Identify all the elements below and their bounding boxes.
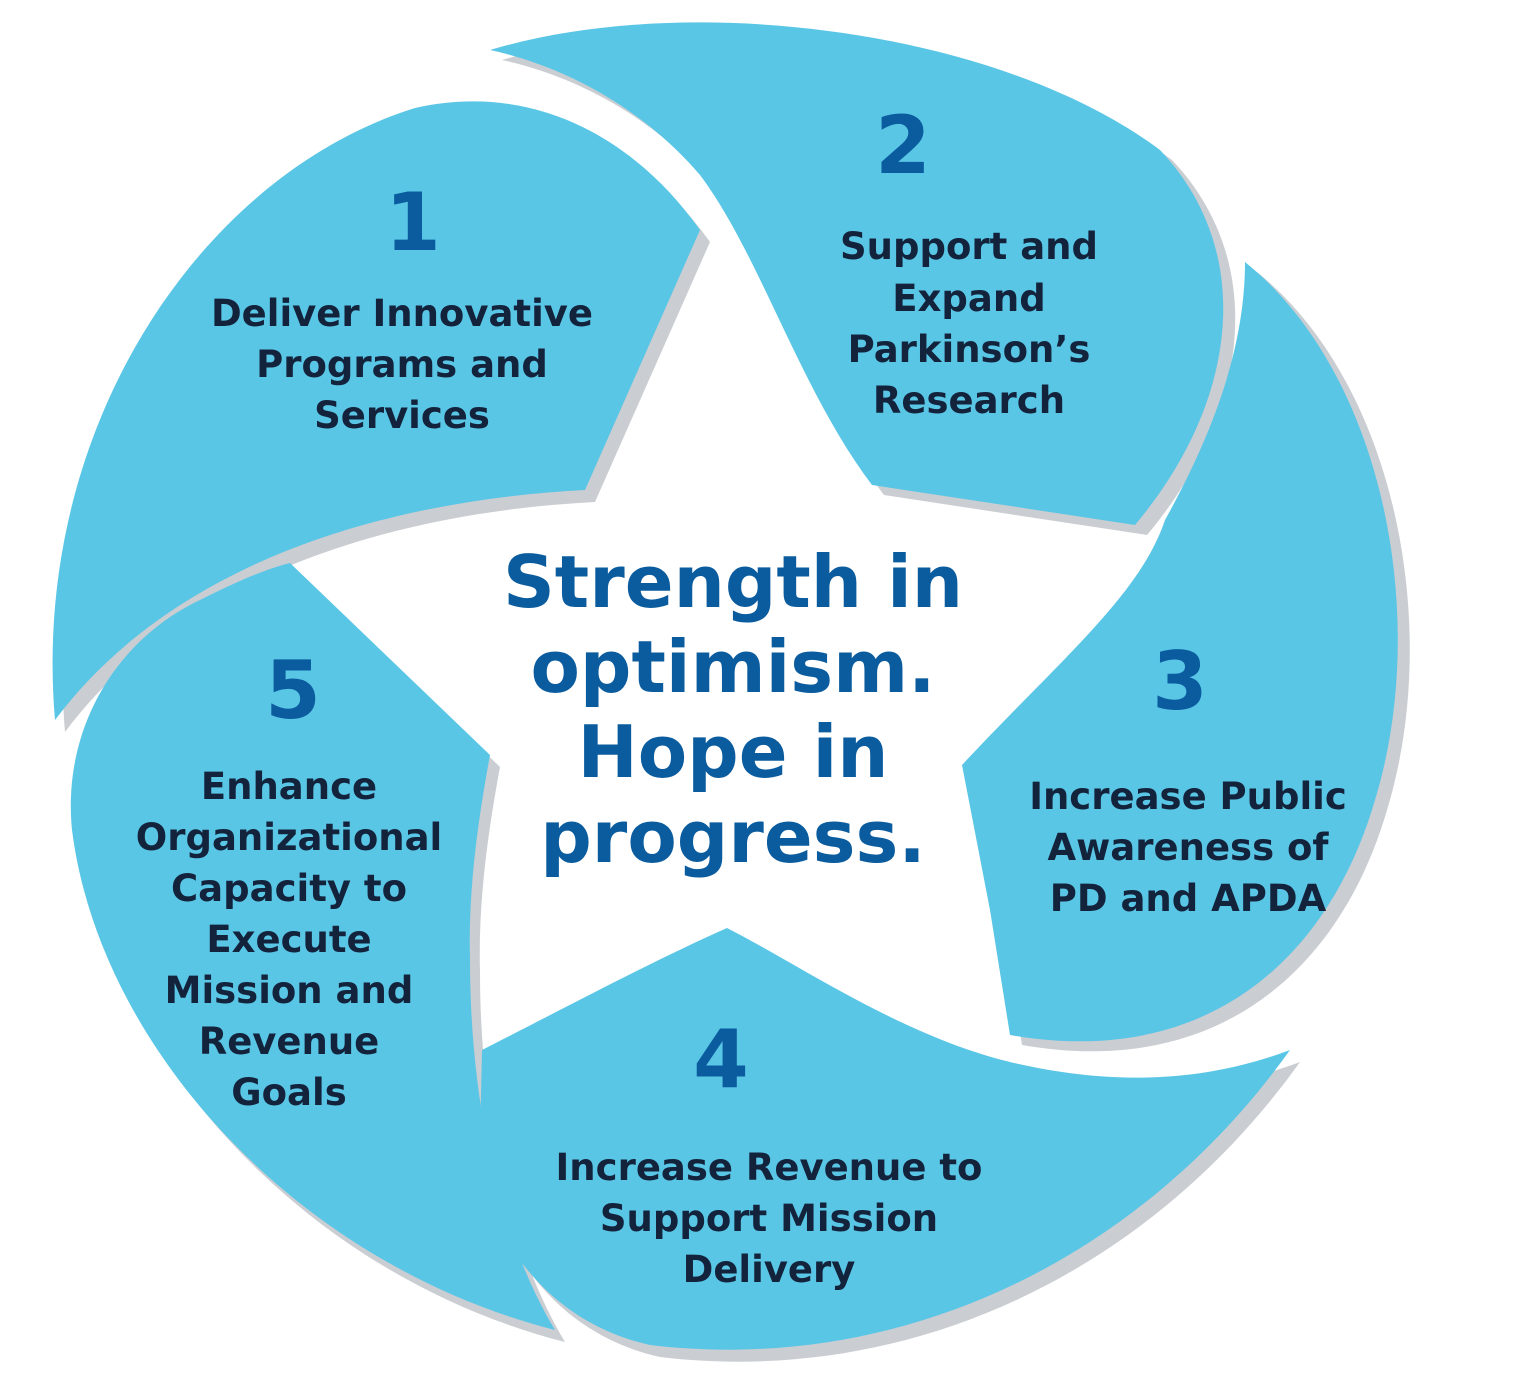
goal-2-line-2: Expand <box>892 277 1045 320</box>
segment-5-shape <box>70 563 556 1330</box>
segment-3-shape <box>962 262 1398 1042</box>
segments <box>52 22 1398 1350</box>
goal-5: 5 Enhance Organizational Capacity to Exe… <box>136 644 442 1114</box>
goal-5-line-2: Organizational <box>136 816 442 859</box>
goal-1-line-1: Deliver Innovative <box>211 292 593 335</box>
slogan-line-2: optimism. <box>530 625 935 709</box>
goal-5-line-6: Revenue <box>199 1020 380 1063</box>
goal-5-line-5: Mission and <box>165 969 414 1012</box>
goal-3-line-2: Awareness of <box>1047 826 1329 869</box>
goal-1-line-2: Programs and <box>256 343 548 386</box>
goal-4: 4 Increase Revenue to Support Mission De… <box>556 1013 983 1291</box>
segment-4-shape <box>480 928 1290 1350</box>
goal-2: 2 Support and Expand Parkinson’s Researc… <box>840 99 1098 422</box>
segment-1-shape <box>52 101 700 721</box>
goal-4-line-2: Support Mission <box>600 1197 938 1240</box>
goal-3-line-3: PD and APDA <box>1050 877 1327 920</box>
goal-2-line-1: Support and <box>840 225 1098 268</box>
goal-2-line-3: Parkinson’s <box>848 328 1091 371</box>
goal-4-line-1: Increase Revenue to <box>556 1146 983 1189</box>
goal-5-line-7: Goals <box>231 1071 346 1114</box>
goal-2-line-4: Research <box>873 379 1065 422</box>
slogan-line-1: Strength in <box>503 540 963 624</box>
goal-4-line-3: Delivery <box>683 1248 856 1291</box>
goal-1: 1 Deliver Innovative Programs and Servic… <box>211 176 593 437</box>
goal-5-line-3: Capacity to <box>171 867 407 910</box>
goal-2-number: 2 <box>875 99 931 192</box>
goal-3-number: 3 <box>1152 635 1208 728</box>
goal-4-number: 4 <box>693 1013 749 1106</box>
center-slogan: Strength in optimism. Hope in progress. <box>503 540 963 879</box>
goal-3: 3 Increase Public Awareness of PD and AP… <box>1029 635 1347 920</box>
slogan-line-4: progress. <box>540 795 925 879</box>
goal-1-line-3: Services <box>314 394 490 437</box>
goal-5-line-1: Enhance <box>201 765 377 808</box>
goal-5-number: 5 <box>265 644 321 737</box>
goal-1-number: 1 <box>385 176 441 269</box>
segment-2-shape <box>490 22 1224 525</box>
goal-5-line-4: Execute <box>206 918 371 961</box>
slogan-line-3: Hope in <box>577 710 888 794</box>
goal-3-line-1: Increase Public <box>1029 775 1347 818</box>
